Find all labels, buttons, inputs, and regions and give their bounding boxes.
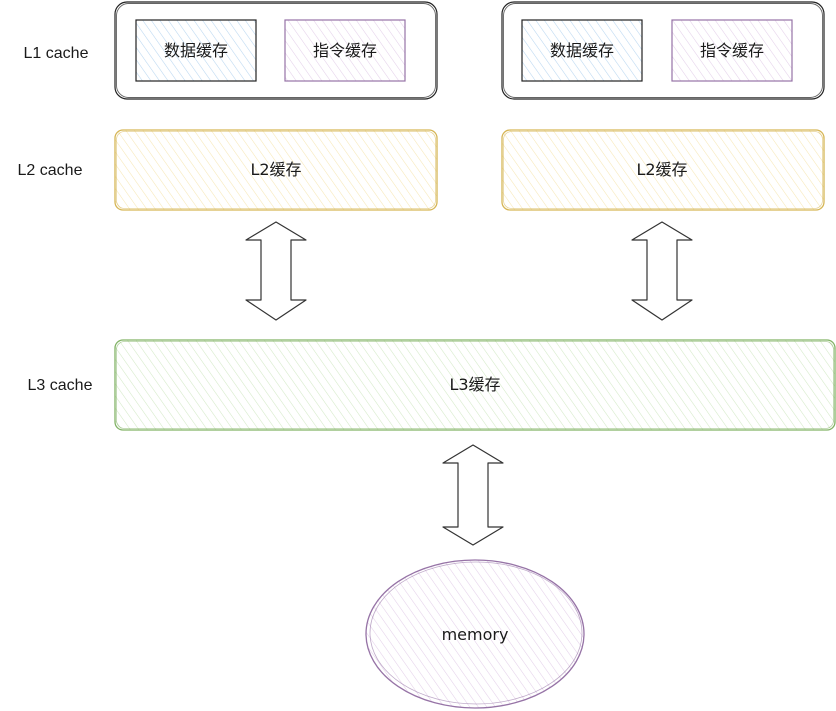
double-arrow-l2-l3-right [631,221,693,321]
l2-cache-text-right: L2缓存 [636,160,687,179]
data-cache-box-left: 数据缓存 [135,19,257,82]
double-arrow-l3-memory [442,444,504,546]
instruction-cache-label-left: 指令缓存 [313,41,377,60]
data-cache-box-right: 数据缓存 [521,19,643,82]
l2-cache-label: L2 cache [18,162,83,179]
l2-cache-box-right: L2缓存 [501,129,825,211]
memory-label: memory [442,625,509,644]
l1-cache-label: L1 cache [24,45,89,62]
double-arrow-l2-l3-left [245,221,307,321]
l2-cache-text-left: L2缓存 [250,160,301,179]
l3-cache-text: L3缓存 [449,375,500,394]
instruction-cache-box-right: 指令缓存 [671,19,793,82]
l3-cache-label: L3 cache [28,377,93,394]
data-cache-label-right: 数据缓存 [550,41,614,60]
instruction-cache-box-left: 指令缓存 [284,19,406,82]
instruction-cache-label-right: 指令缓存 [700,41,764,60]
l3-cache-box: L3缓存 [114,339,836,431]
l1-cache-group-left [114,1,438,100]
memory-ellipse: memory [365,559,585,709]
l1-cache-group-right [501,1,825,100]
l2-cache-box-left: L2缓存 [114,129,438,211]
data-cache-label-left: 数据缓存 [164,41,228,60]
